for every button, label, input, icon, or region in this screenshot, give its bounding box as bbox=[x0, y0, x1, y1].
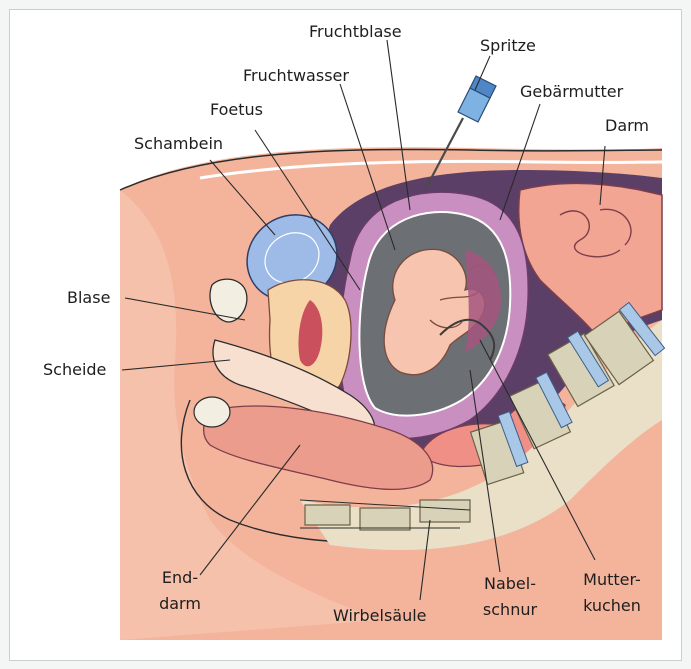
label-fruchtblase: Fruchtblase bbox=[309, 22, 402, 42]
label-mutterkuchen-line1: Mutter- bbox=[578, 570, 646, 590]
label-nabelschnur-line2: schnur bbox=[480, 600, 540, 620]
label-enddarm-line2: darm bbox=[150, 594, 210, 614]
label-blase: Blase bbox=[67, 288, 110, 308]
label-wirbelsaeule: Wirbelsäule bbox=[333, 606, 427, 626]
label-mutterkuchen: Mutter- kuchen bbox=[578, 570, 646, 616]
label-nabelschnur-line1: Nabel- bbox=[480, 574, 540, 594]
label-spritze: Spritze bbox=[480, 36, 536, 56]
coccyx-bone bbox=[194, 397, 230, 427]
label-mutterkuchen-line2: kuchen bbox=[578, 596, 646, 616]
label-darm: Darm bbox=[605, 116, 649, 136]
label-fruchtwasser: Fruchtwasser bbox=[243, 66, 349, 86]
label-foetus: Foetus bbox=[210, 100, 263, 120]
label-scheide: Scheide bbox=[43, 360, 106, 380]
label-gebaermutter: Gebärmutter bbox=[520, 82, 623, 102]
label-nabelschnur: Nabel- schnur bbox=[480, 574, 540, 620]
label-schambein: Schambein bbox=[134, 134, 223, 154]
label-enddarm-line1: End- bbox=[150, 568, 210, 588]
label-enddarm: End- darm bbox=[150, 568, 210, 614]
